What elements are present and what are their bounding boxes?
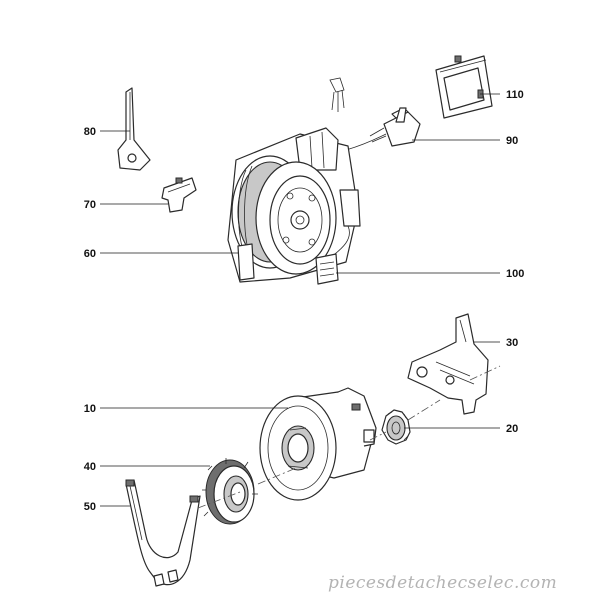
label-10: 10 bbox=[84, 403, 96, 415]
part-70-latch bbox=[161, 177, 197, 213]
part-40-ring bbox=[202, 458, 258, 525]
part-110-frame bbox=[435, 55, 493, 119]
part-50-fork bbox=[125, 479, 201, 587]
leader-lines bbox=[100, 93, 500, 507]
label-70: 70 bbox=[84, 199, 96, 211]
assembly-axis-line bbox=[197, 365, 501, 509]
part-80-lever bbox=[117, 87, 151, 171]
part-60-cable-reel bbox=[227, 127, 361, 285]
part-10-motor bbox=[259, 387, 377, 501]
label-20: 20 bbox=[506, 423, 518, 435]
label-50: 50 bbox=[84, 501, 96, 513]
label-30: 30 bbox=[506, 337, 518, 349]
label-80: 80 bbox=[84, 126, 96, 138]
label-90: 90 bbox=[506, 135, 518, 147]
label-40: 40 bbox=[84, 461, 96, 473]
part-30-bracket bbox=[407, 313, 489, 415]
part-20-gear bbox=[381, 409, 411, 445]
label-100: 100 bbox=[506, 268, 524, 280]
label-60: 60 bbox=[84, 248, 96, 260]
part-90-cord-plug bbox=[329, 77, 421, 151]
label-110: 110 bbox=[506, 89, 524, 101]
watermark-text: piecesdetachecselec.com bbox=[328, 573, 557, 593]
